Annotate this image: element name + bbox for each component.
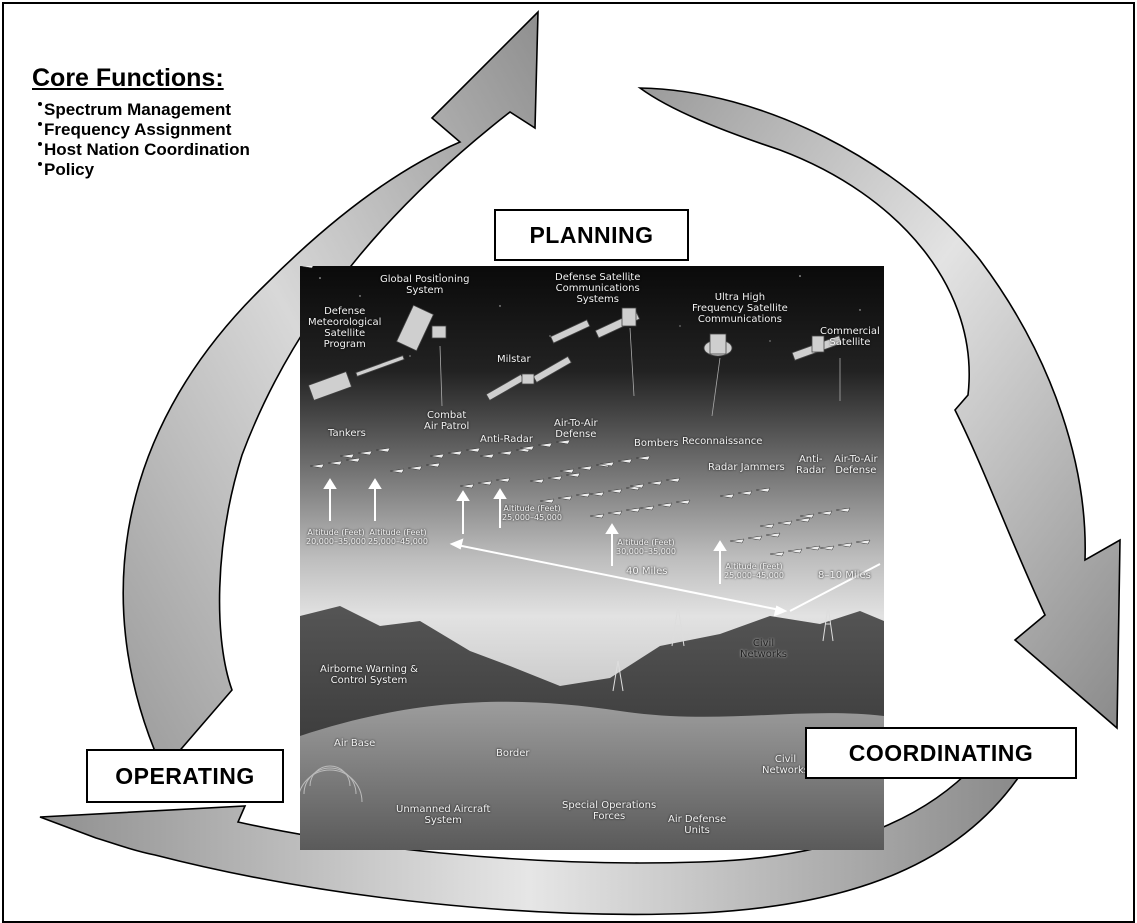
label-dmsp: Defense Meteorological Satellite Program [308,306,382,350]
label-alt-tankers: Altitude (Feet) 20,000–35,000 [306,528,366,546]
arrow-coordinating-to-operating [39,764,1020,916]
label-radar-jammers: Radar Jammers [708,462,785,473]
label-anti-radar-2: Anti- Radar [796,454,826,476]
battlespace-illustration: Defense Meteorological Satellite Program… [297,257,884,850]
core-functions: Core Functions: Spectrum Management Freq… [32,64,250,180]
illustration-art [297,257,884,850]
label-8-10-miles: 8–10 Miles [818,570,871,581]
label-air-base: Air Base [334,738,376,749]
label-border: Border [496,748,530,759]
core-function-item: Policy [38,160,250,180]
radar-arcs [297,765,363,803]
label-alt-right: Altitude (Feet) 25,000–45,000 [724,562,784,580]
stars [319,273,861,357]
label-alt-bombers: Altitude (Feet) 30,000–35,000 [616,538,676,556]
label-uas: Unmanned Aircraft System [396,804,491,826]
label-reconnaissance: Reconnaissance [682,436,763,447]
label-civil-networks-1: Civil Networks [740,638,787,660]
ground-terrain [300,701,884,850]
planning-label: PLANNING [494,209,689,261]
label-alt-cap: Altitude (Feet) 25,000–45,000 [368,528,428,546]
satellites [307,304,843,402]
coordinating-label: COORDINATING [805,727,1077,779]
altitude-arrows [323,478,881,617]
label-alt-anti-radar: Altitude (Feet) 25,000–45,000 [502,504,562,522]
core-function-item: Host Nation Coordination [38,140,250,160]
label-sof: Special Operations Forces [562,800,657,822]
label-tankers: Tankers [328,428,366,439]
core-functions-list: Spectrum Management Frequency Assignment… [32,100,250,180]
label-civil-networks-2: Civil Networks [762,754,809,776]
label-ground-forces: Air Defense Units [668,814,727,836]
label-anti-radar-1: Anti-Radar [480,434,533,445]
label-air-to-air-1: Air-To-Air Defense [554,418,598,440]
radio-towers [612,605,834,692]
label-commercial: Commercial Satellite [820,326,880,348]
label-gps: Global Positioning System [380,274,470,296]
label-milstar: Milstar [497,354,531,365]
core-functions-title: Core Functions: [32,64,224,92]
label-cap: Combat Air Patrol [424,410,470,432]
label-bombers: Bombers [634,438,679,449]
core-function-item: Frequency Assignment [38,120,250,140]
label-dscs: Defense Satellite Communications Systems [555,272,641,305]
label-awacs: Airborne Warning & Control System [320,664,418,686]
label-air-to-air-2: Air-To-Air Defense [834,454,878,476]
arrow-operating-to-planning [122,10,539,772]
label-40-miles: 40 Miles [626,566,668,577]
arrow-planning-to-coordinating [637,87,1121,730]
label-uhf: Ultra High Frequency Satellite Communica… [692,292,788,325]
core-function-item: Spectrum Management [38,100,250,120]
operating-label: OPERATING [86,749,284,803]
signal-beams [439,327,841,417]
